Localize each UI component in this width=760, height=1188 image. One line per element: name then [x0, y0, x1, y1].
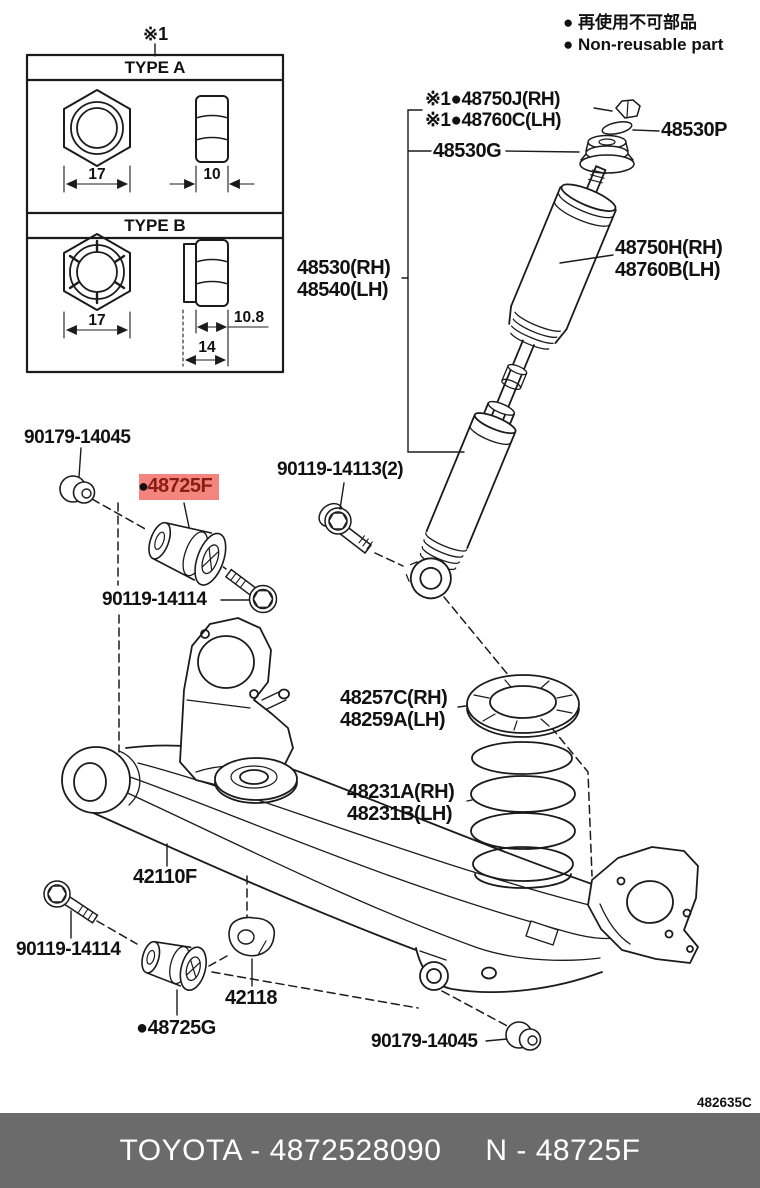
label-beam[interactable]: 42110F [133, 866, 197, 888]
footer-banner: TOYOTA - 4872528090 N - 48725F [0, 1113, 760, 1188]
type-b-body-dim: 10.8 [233, 309, 265, 326]
shock-absorber-drawing [395, 100, 640, 608]
label-support-lh[interactable]: ※1●48760C(LH) [425, 110, 562, 131]
footnote-marker: ※1 [143, 24, 169, 44]
label-absorber-assy-rh[interactable]: 48530(RH) [297, 257, 391, 279]
non-reusable-bullet-icon: ● [138, 476, 149, 496]
footer-catalog-number: TOYOTA - 4872528090 [119, 1133, 442, 1167]
legend-en: ● Non-reusable part [563, 35, 724, 54]
label-support[interactable]: ※1●48750J(RH) ※1●48760C(LH) [425, 89, 562, 131]
label-bracket[interactable]: 42118 [225, 987, 278, 1009]
label-bolt-lower[interactable]: 90119-14114 [16, 939, 121, 960]
label-absorber-lh[interactable]: 48760B(LH) [615, 259, 721, 281]
selected-part-number[interactable]: 48725F [139, 474, 220, 500]
label-spring-seat[interactable]: 48257C(RH) 48259A(LH) [340, 687, 448, 731]
label-cushion[interactable]: 48530G [433, 140, 502, 162]
fasteners-drawing [44, 476, 541, 1050]
label-bolt-upper[interactable]: 90119-14114 [102, 589, 207, 610]
label-retainer[interactable]: 48530P [661, 119, 727, 141]
coil-spring-drawing [471, 742, 575, 888]
label-nut-lower[interactable]: 90179-14045 [371, 1031, 478, 1052]
label-bushing[interactable]: ●48725G [136, 1017, 216, 1039]
label-absorber-rh[interactable]: 48750H(RH) [615, 237, 723, 259]
nut-spec-box-drawing [27, 44, 283, 372]
label-coil-spring[interactable]: 48231A(RH) 48231B(LH) [347, 781, 455, 825]
label-absorber-assy[interactable]: 48530(RH) 48540(LH) [297, 257, 391, 301]
legend-jp: ● 再使用不可部品 [563, 13, 697, 32]
label-support-rh[interactable]: ※1●48750J(RH) [425, 89, 560, 110]
label-bolt-washer[interactable]: 90119-14113(2) [277, 459, 404, 480]
spring-seat-drawing [467, 675, 579, 737]
label-spring-rh[interactable]: 48231A(RH) [347, 781, 455, 803]
label-absorber-assy-lh[interactable]: 48540(LH) [297, 279, 389, 301]
type-a-title: TYPE A [124, 58, 186, 77]
footer-part-ref: N - 48725F [485, 1133, 641, 1167]
figure-code: 482635C [697, 1095, 752, 1110]
type-a-thickness-dim: 10 [203, 166, 221, 183]
type-b-width-dim: 17 [88, 312, 106, 329]
label-absorber[interactable]: 48750H(RH) 48760B(LH) [615, 237, 723, 281]
type-b-thickness-dim: 14 [198, 339, 216, 356]
leader-lines [71, 108, 659, 1041]
label-seat-lh[interactable]: 48259A(LH) [340, 709, 446, 731]
label-nut-upper[interactable]: 90179-14045 [24, 427, 131, 448]
axle-beam-drawing [62, 618, 698, 992]
assembly-dashed-lines [92, 499, 592, 1028]
label-seat-rh[interactable]: 48257C(RH) [340, 687, 448, 709]
label-spring-lh[interactable]: 48231B(LH) [347, 803, 453, 825]
label-selected-part[interactable]: ●48725F [138, 474, 220, 500]
type-a-width-dim: 17 [88, 166, 106, 183]
type-b-title: TYPE B [124, 216, 186, 235]
non-reusable-legend: ● 再使用不可部品 ● Non-reusable part [563, 12, 723, 56]
